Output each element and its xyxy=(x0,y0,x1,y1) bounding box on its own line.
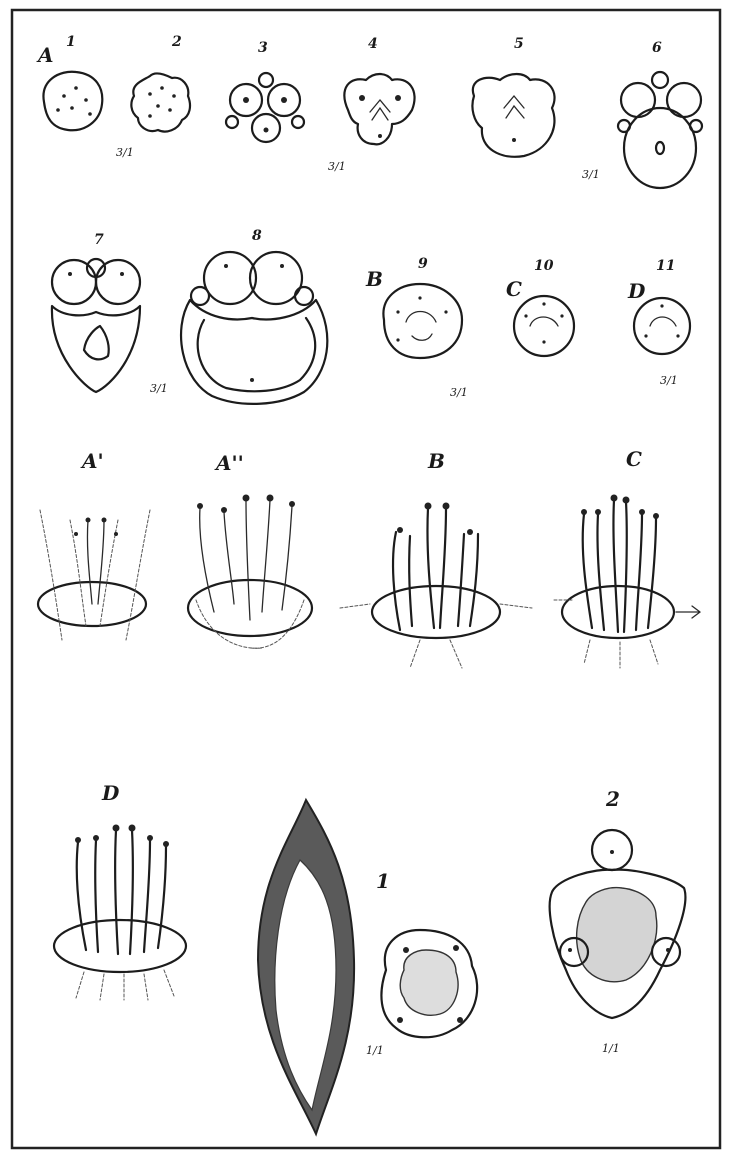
svg-text:C: C xyxy=(626,447,642,471)
figure-2-bottom: 2 xyxy=(550,787,686,1018)
figure-8: 8 xyxy=(181,228,327,404)
svg-text:8: 8 xyxy=(252,228,262,244)
svg-text:2: 2 xyxy=(605,787,620,811)
svg-text:C: C xyxy=(506,277,522,301)
svg-text:2: 2 xyxy=(171,34,182,50)
figure-a-prime: A' xyxy=(38,449,150,640)
svg-text:3: 3 xyxy=(258,40,268,56)
svg-text:11: 11 xyxy=(656,258,675,274)
svg-text:D: D xyxy=(101,781,120,805)
svg-text:A'': A'' xyxy=(214,451,244,475)
scale-mark-1: 3/1 xyxy=(116,146,134,159)
svg-text:9: 9 xyxy=(418,256,428,272)
figure-10: 10 C xyxy=(506,258,574,356)
scale-mark-3: 3/1 xyxy=(582,168,600,181)
svg-text:A': A' xyxy=(80,449,104,473)
svg-text:7: 7 xyxy=(94,232,104,248)
figure-c: C xyxy=(554,447,700,668)
svg-text:B: B xyxy=(427,449,445,473)
svg-text:B: B xyxy=(365,267,383,291)
scale-mark-6: 3/1 xyxy=(660,374,678,387)
svg-text:5: 5 xyxy=(514,36,524,52)
figure-5: 5 xyxy=(472,36,554,157)
figure-a-double-prime: A'' xyxy=(188,451,312,648)
scale-mark-7: 1/1 xyxy=(366,1044,384,1057)
figure-7: 7 xyxy=(52,232,140,392)
figure-11: 11 D xyxy=(627,258,690,354)
svg-text:4: 4 xyxy=(368,36,378,52)
svg-text:D: D xyxy=(627,279,646,303)
group-letter-a: A xyxy=(36,43,54,67)
scale-mark-2: 3/1 xyxy=(328,160,346,173)
figure-2: 2 xyxy=(131,34,190,132)
figure-6: 6 xyxy=(618,40,702,188)
figure-4: 4 xyxy=(344,36,414,144)
figure-d: D xyxy=(54,781,186,1000)
scale-mark-4: 3/1 xyxy=(150,382,168,395)
figure-b: B xyxy=(340,449,532,668)
svg-text:6: 6 xyxy=(652,40,662,56)
scale-mark-8: 1/1 xyxy=(602,1042,620,1055)
figure-9: 9 B xyxy=(365,256,462,358)
svg-text:1: 1 xyxy=(376,869,390,893)
scale-mark-5: 3/1 xyxy=(450,386,468,399)
figure-1-bottom: 1 xyxy=(258,800,477,1134)
figure-3: 3 xyxy=(226,40,304,142)
svg-text:10: 10 xyxy=(534,258,554,274)
svg-text:1: 1 xyxy=(66,34,76,50)
